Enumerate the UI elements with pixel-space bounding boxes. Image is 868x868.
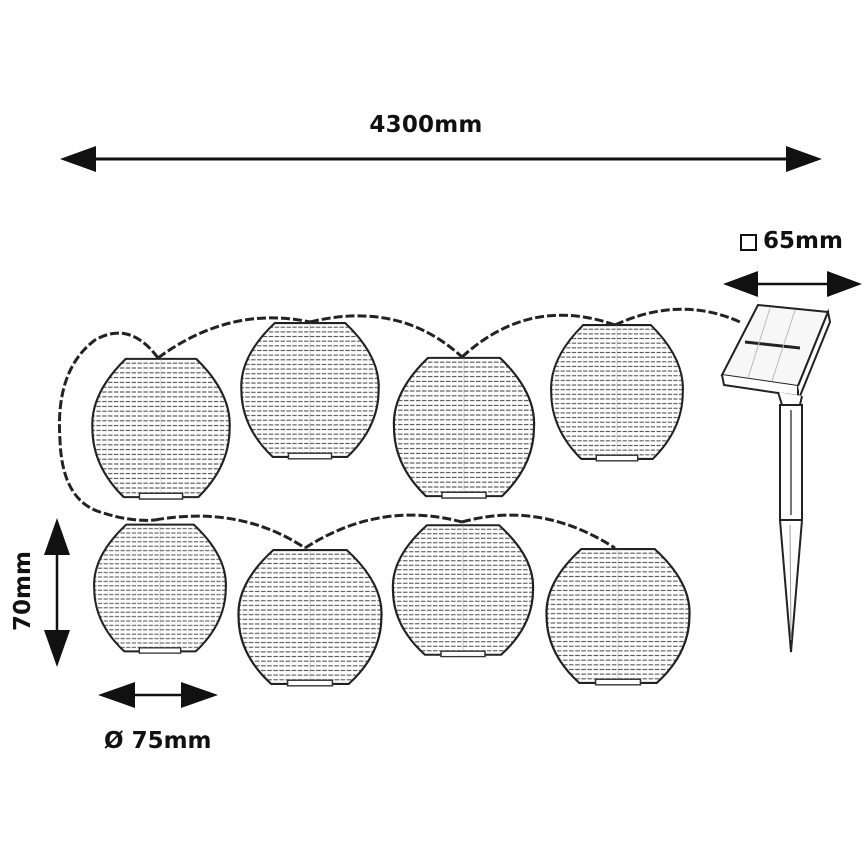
lantern-bottom-3 bbox=[391, 524, 535, 658]
lantern-diameter-arrow bbox=[98, 682, 218, 708]
lantern-diameter-value: 75mm bbox=[131, 728, 212, 754]
twisted-cable bbox=[57, 307, 741, 550]
solar-panel-stake bbox=[720, 303, 832, 653]
lantern-top-4 bbox=[550, 324, 684, 462]
lantern-bottom-4 bbox=[545, 547, 691, 686]
lantern-top-3 bbox=[392, 356, 536, 500]
diameter-symbol-icon: Ø bbox=[104, 728, 124, 754]
lantern-bottom-2 bbox=[237, 548, 383, 687]
panel-size-arrow bbox=[723, 271, 862, 297]
square-symbol-icon bbox=[740, 233, 757, 251]
panel-size-label: 65mm bbox=[740, 228, 843, 254]
panel-size-value: 65mm bbox=[763, 228, 843, 254]
lantern-top-2 bbox=[240, 321, 380, 460]
lantern-height-arrow bbox=[44, 518, 70, 667]
lantern-top-1 bbox=[91, 357, 231, 501]
total-length-arrow bbox=[60, 146, 822, 172]
total-length-label: 4300mm bbox=[369, 112, 483, 138]
lantern-bottom-1 bbox=[93, 523, 227, 655]
lantern-diameter-label: Ø 75mm bbox=[104, 728, 212, 754]
